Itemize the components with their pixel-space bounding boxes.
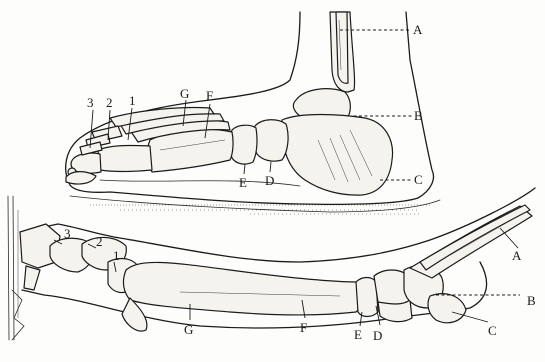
human-label-E: E — [239, 175, 247, 190]
horse-label-digit-3: 3 — [64, 226, 71, 241]
horse-limb-drawing: A B C D E F G 1 2 3 — [8, 188, 536, 343]
horse-label-E: E — [354, 327, 362, 342]
horse-label-digit-1: 1 — [113, 248, 120, 263]
human-label-digit-3: 3 — [87, 95, 94, 110]
horse-label-D: D — [373, 328, 382, 343]
human-label-digit-2: 2 — [106, 95, 113, 110]
horse-label-A: A — [512, 248, 522, 263]
horse-label-B: B — [527, 293, 536, 308]
horse-cannon-bone — [123, 262, 363, 315]
horse-label-digit-2: 2 — [96, 234, 103, 249]
human-label-F: F — [206, 88, 213, 103]
horse-label-C: C — [488, 323, 497, 338]
horse-carpal-bones — [356, 266, 466, 323]
human-label-D: D — [265, 173, 274, 188]
human-label-B: B — [414, 108, 423, 123]
human-label-digit-1: 1 — [129, 93, 136, 108]
human-label-A: A — [413, 22, 423, 37]
human-foot-drawing: A B C D E F G 1 2 3 — [66, 12, 440, 214]
horse-label-G: G — [184, 322, 193, 337]
human-tibia-fibula — [330, 12, 355, 92]
horse-radius-ulna — [410, 205, 532, 278]
horse-ground-wall — [8, 196, 24, 340]
human-ground-shadow — [70, 196, 440, 214]
horse-label-F: F — [300, 320, 307, 335]
human-navicular — [253, 120, 288, 161]
human-label-C: C — [414, 172, 423, 187]
human-label-G: G — [180, 86, 189, 101]
human-cuneiform — [230, 125, 257, 164]
